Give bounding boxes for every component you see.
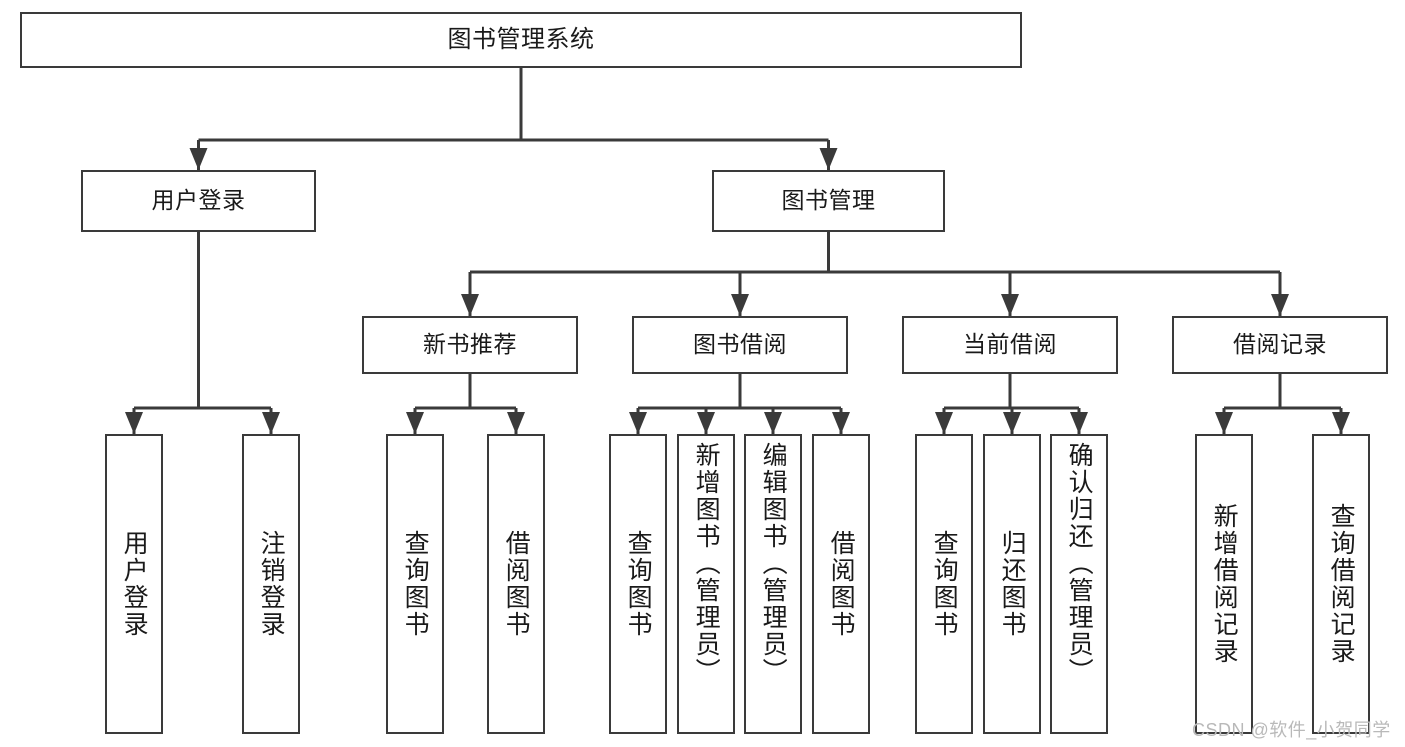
node-label: 归还图书 bbox=[998, 530, 1027, 638]
node-label: 借阅图书 bbox=[827, 530, 856, 638]
node-leaf2: 注销登录 bbox=[242, 434, 300, 734]
node-leaf12: 新增借阅记录 bbox=[1195, 434, 1253, 734]
node-l2b: 图书借阅 bbox=[632, 316, 848, 374]
node-label: 借阅图书 bbox=[502, 530, 531, 638]
node-label: 图书管理系统 bbox=[447, 25, 595, 53]
node-label: 当前借阅 bbox=[963, 331, 1057, 358]
node-leaf1: 用户登录 bbox=[105, 434, 163, 734]
node-l1a: 用户登录 bbox=[81, 170, 316, 232]
node-label: 新增借阅记录 bbox=[1210, 503, 1239, 665]
node-label: 图书管理 bbox=[781, 187, 876, 214]
node-leaf11: 确认归还（管理员） bbox=[1050, 434, 1108, 734]
node-label: 借阅记录 bbox=[1233, 331, 1327, 358]
node-root: 图书管理系统 bbox=[20, 12, 1022, 68]
node-label: 查询图书 bbox=[401, 530, 430, 638]
node-leaf9: 查询图书 bbox=[915, 434, 973, 734]
node-l2a: 新书推荐 bbox=[362, 316, 578, 374]
node-label: 图书借阅 bbox=[693, 331, 787, 358]
node-leaf4: 借阅图书 bbox=[487, 434, 545, 734]
node-label: 注销登录 bbox=[257, 530, 286, 638]
node-leaf13: 查询借阅记录 bbox=[1312, 434, 1370, 734]
node-label: 编辑图书（管理员） bbox=[759, 442, 788, 685]
node-label: 查询图书 bbox=[930, 530, 959, 638]
node-label: 查询图书 bbox=[624, 530, 653, 638]
node-label: 新书推荐 bbox=[423, 331, 517, 358]
node-l2d: 借阅记录 bbox=[1172, 316, 1388, 374]
node-leaf6: 新增图书（管理员） bbox=[677, 434, 735, 734]
node-leaf10: 归还图书 bbox=[983, 434, 1041, 734]
node-leaf7: 编辑图书（管理员） bbox=[744, 434, 802, 734]
node-l2c: 当前借阅 bbox=[902, 316, 1118, 374]
node-label: 用户登录 bbox=[151, 187, 246, 214]
node-leaf3: 查询图书 bbox=[386, 434, 444, 734]
node-label: 用户登录 bbox=[120, 530, 149, 638]
node-leaf5: 查询图书 bbox=[609, 434, 667, 734]
watermark-text: CSDN @软件_小贺同学 bbox=[1192, 720, 1391, 740]
node-label: 确认归还（管理员） bbox=[1065, 442, 1094, 685]
node-label: 查询借阅记录 bbox=[1327, 503, 1356, 665]
node-leaf8: 借阅图书 bbox=[812, 434, 870, 734]
node-label: 新增图书（管理员） bbox=[692, 442, 721, 685]
node-l1b: 图书管理 bbox=[712, 170, 945, 232]
